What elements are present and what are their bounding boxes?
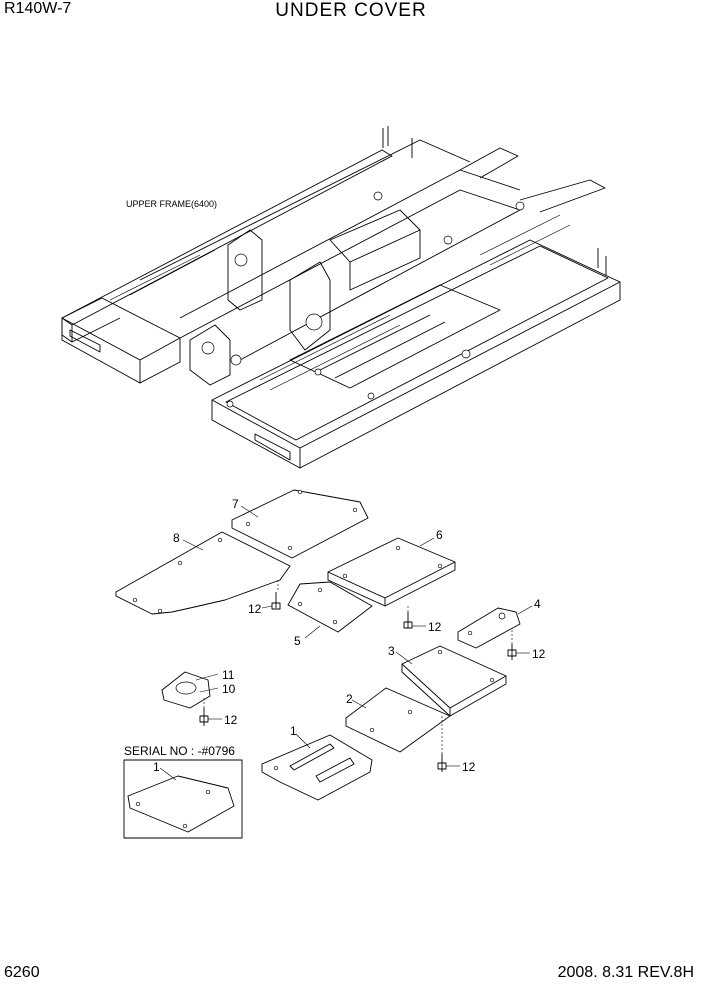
- cover-plate-1: [261, 734, 373, 801]
- serial-box: [123, 759, 243, 839]
- callout-1-main: 1: [290, 724, 297, 738]
- bolt-12-d: [199, 708, 209, 726]
- callout-12-d: 12: [224, 713, 238, 727]
- page-number: 6260: [4, 964, 40, 981]
- leader-lines: [159, 505, 533, 781]
- bolt-12-a: [271, 592, 281, 610]
- cover-plate-4: [457, 607, 521, 649]
- callout-1-serial: 1: [153, 760, 160, 774]
- cover-plate-6: [327, 537, 456, 607]
- callout-5: 5: [294, 634, 301, 648]
- callout-8: 8: [173, 531, 180, 545]
- model-number: R140W-7: [4, 0, 72, 17]
- page-title: UNDER COVER: [275, 0, 427, 21]
- callout-2: 2: [346, 692, 353, 706]
- callout-12-c: 12: [532, 647, 546, 661]
- callout-3: 3: [388, 644, 395, 658]
- callout-10: 10: [222, 682, 236, 696]
- revision-date: 2008. 8.31 REV.8H: [557, 964, 694, 981]
- gasket-10-11: [161, 671, 211, 709]
- callout-12-b: 12: [428, 620, 442, 634]
- bolt-12-b: [403, 612, 413, 629]
- callout-12-e: 12: [462, 760, 476, 774]
- upper-frame-drawing: [61, 126, 621, 469]
- cover-plate-7: [231, 489, 369, 559]
- callout-12-a: 12: [248, 602, 262, 616]
- serial-box-plate-1: [127, 775, 235, 833]
- bolt-12-c: [507, 644, 517, 660]
- cover-plate-5: [287, 581, 373, 633]
- cover-plate-2: [345, 687, 451, 753]
- cover-plate-8: [115, 531, 291, 615]
- bolt-12-e: [437, 754, 447, 772]
- upper-frame-label: UPPER FRAME(6400): [126, 199, 218, 209]
- callout-7: 7: [232, 497, 239, 511]
- serial-number-label: SERIAL NO : -#0796: [124, 744, 235, 758]
- cover-plate-3: [401, 645, 507, 717]
- callout-6: 6: [436, 528, 443, 542]
- callout-11: 11: [222, 668, 235, 682]
- callout-4: 4: [534, 597, 541, 611]
